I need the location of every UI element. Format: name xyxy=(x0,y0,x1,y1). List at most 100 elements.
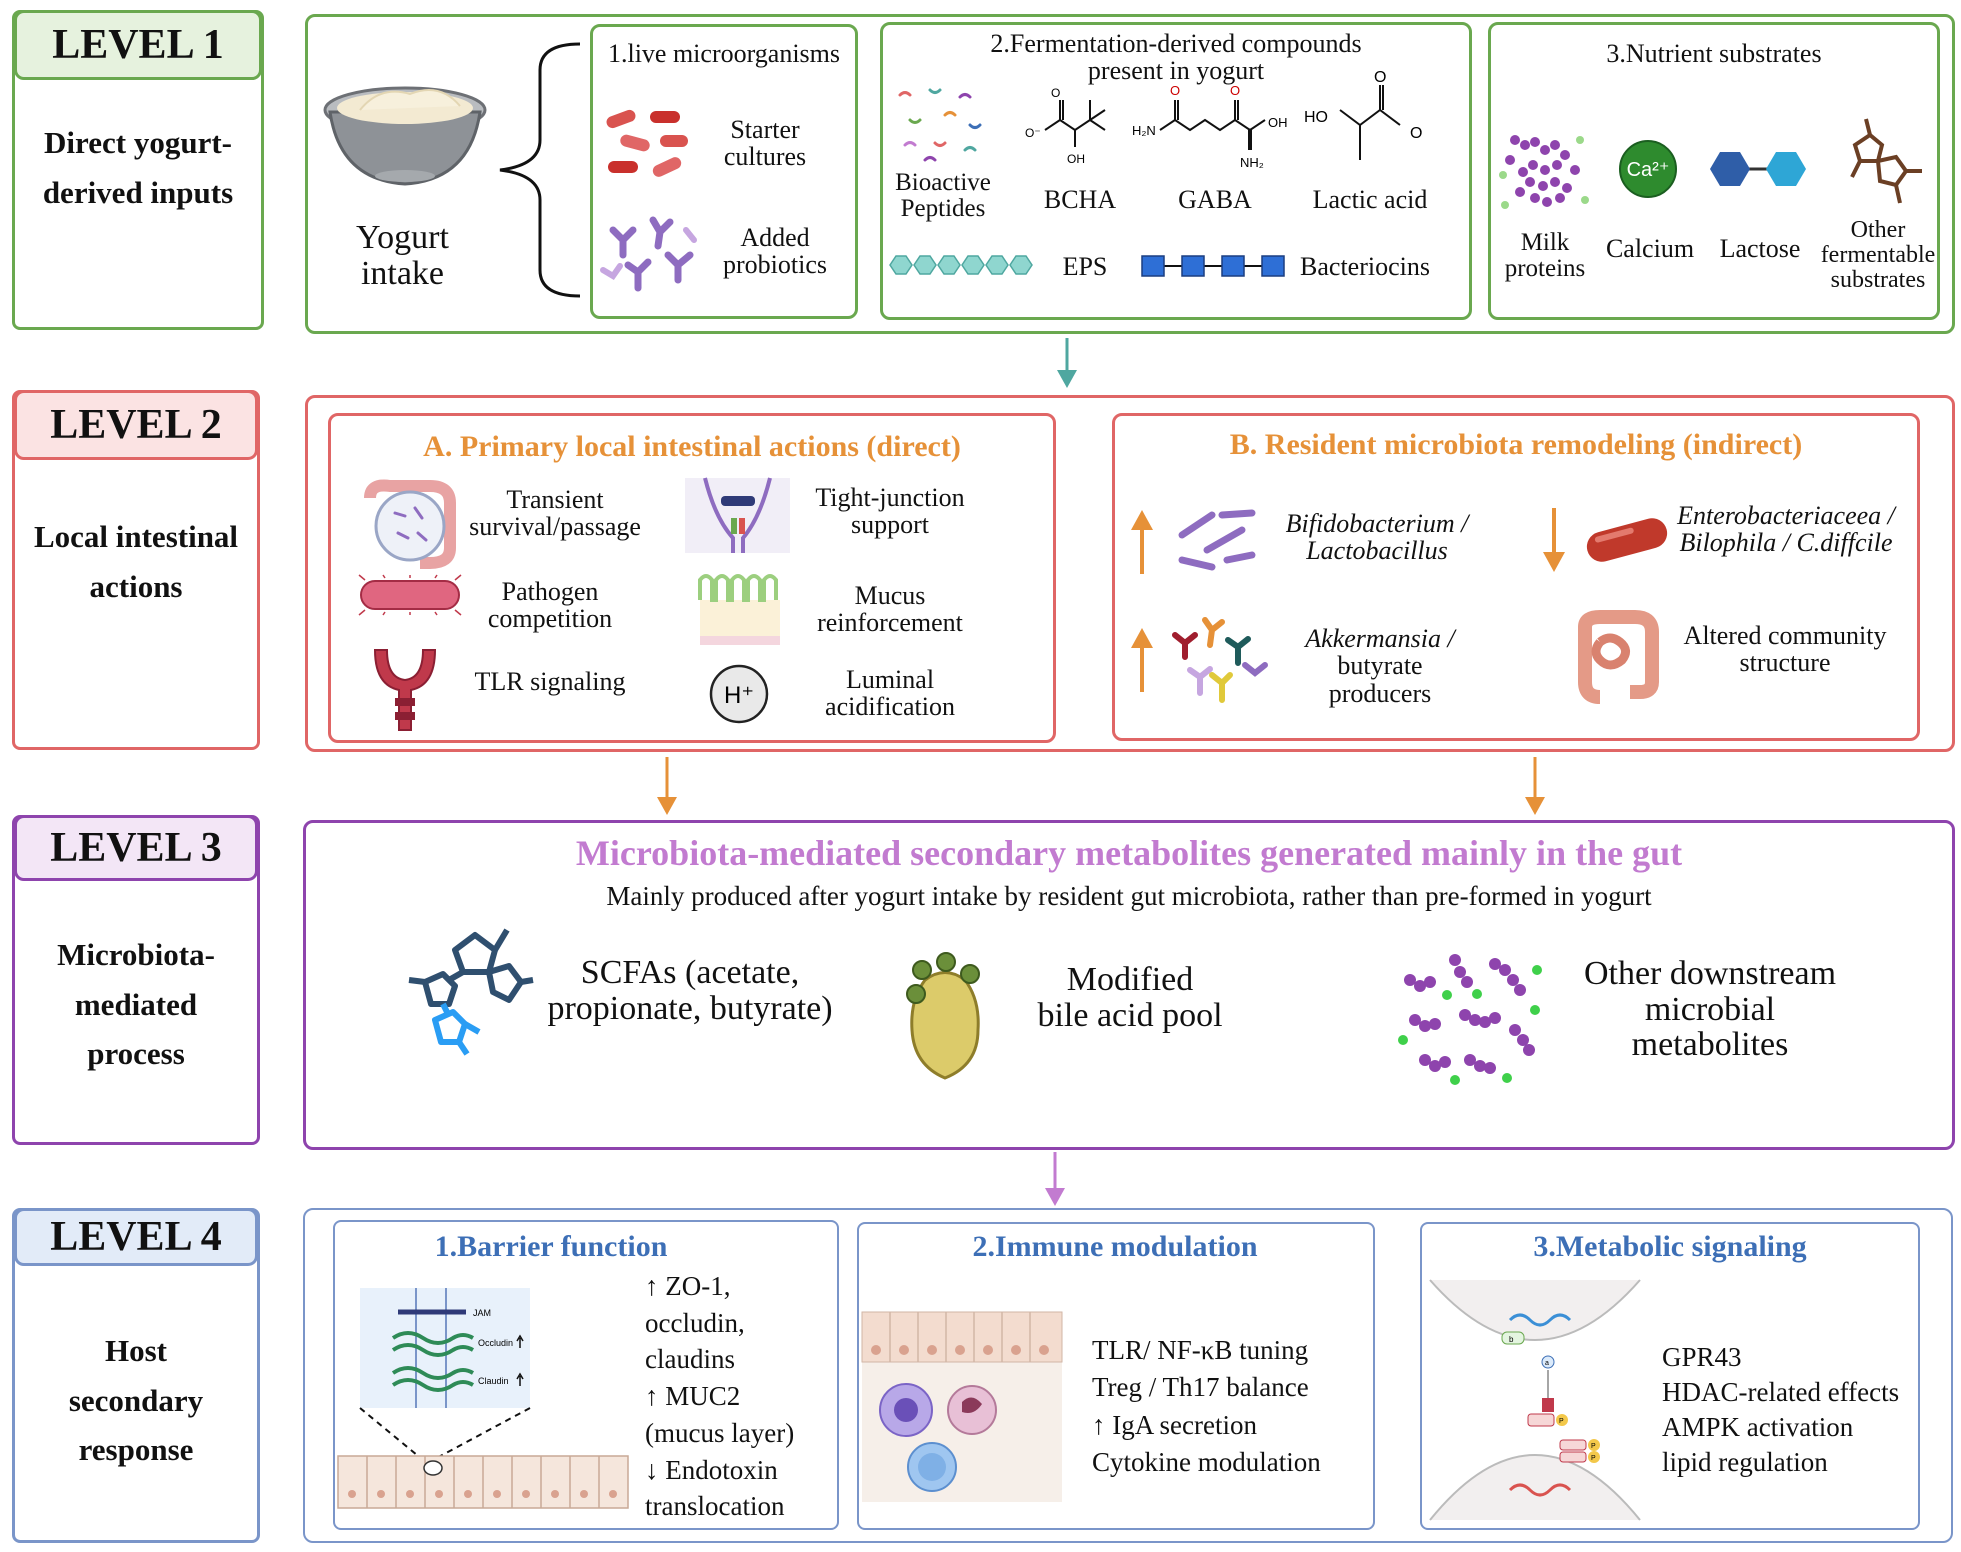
level3-subtitle: Mainly produced after yogurt intake by r… xyxy=(606,881,1652,911)
level3-desc: Microbiota- mediated process xyxy=(14,930,258,1079)
barrier-diagram-icon: JAM Occludin Claudin xyxy=(337,1288,629,1509)
pathogen-icon xyxy=(358,574,462,616)
up-arrow-icon xyxy=(1131,510,1153,574)
y-bacteria-icon xyxy=(600,216,697,292)
scfa-structure-icon xyxy=(408,928,534,1056)
arrow-down-icon xyxy=(1045,1152,1065,1206)
label-line: substrates xyxy=(1830,267,1926,294)
barrier-function-text: ↑ ZO-1, occludin, claudins ↑ MUC2 (mucus… xyxy=(645,1268,835,1525)
text-line: GPR43 xyxy=(1662,1342,1742,1372)
microbiota-remodeling-box xyxy=(1112,413,1920,741)
tlr-signaling-label: TLR signaling xyxy=(474,667,626,696)
yogurt-intake-label: Yogurt intake xyxy=(325,220,480,291)
level3-tag: LEVEL 3 xyxy=(14,815,258,881)
level4-desc-line: response xyxy=(78,1432,194,1468)
text-line: ↑ IgA secretion xyxy=(1092,1409,1257,1440)
label-line: Enterobacteriaceea / xyxy=(1677,501,1895,530)
text-line: lipid regulation xyxy=(1662,1447,1828,1478)
level3-desc-line: Microbiota- xyxy=(57,937,215,972)
label-line: Starter xyxy=(730,115,800,144)
diagram-p-text: P xyxy=(1591,1455,1596,1462)
barrier-function-title: 1.Barrier function xyxy=(434,1230,668,1263)
level1-desc-line: Direct yogurt- xyxy=(44,125,232,160)
up-arrow-icon xyxy=(1131,628,1153,692)
proton-icon-text: H⁺ xyxy=(724,682,754,709)
level1-desc: Direct yogurt- derived inputs xyxy=(14,118,262,217)
bacteriocins-label: Bacteriocins xyxy=(1300,252,1430,281)
label-line: competition xyxy=(487,604,613,634)
immune-modulation-text: TLR/ NF-κB tuning Treg / Th17 balance ↑ … xyxy=(1092,1332,1372,1481)
text-line: ↓ Endotoxin xyxy=(645,1454,778,1485)
label-line: Lactobacillus xyxy=(1306,536,1448,566)
rod-bacteria-icon xyxy=(606,109,688,177)
live-microorganisms-title: 1.live microorganisms xyxy=(607,39,841,68)
bifido-bacteria-icon xyxy=(1178,509,1256,571)
level4-desc-line: Host xyxy=(105,1333,167,1368)
calcium-icon-text: Ca²⁺ xyxy=(1627,159,1670,181)
altered-community-label: Altered community structure xyxy=(1655,622,1915,677)
primary-actions-title: A. Primary local intestinal actions (dir… xyxy=(423,430,961,463)
text-line: (mucus layer) xyxy=(645,1417,795,1448)
microbial-metabolites-icon xyxy=(1398,954,1542,1085)
text-line: Cytokine modulation xyxy=(1092,1446,1321,1477)
level4-tag: LEVEL 4 xyxy=(14,1208,258,1266)
immune-cells-icon xyxy=(861,1311,1063,1502)
occludin-text: Occludin xyxy=(478,1338,513,1348)
chem-h2n-text: H₂N xyxy=(1132,123,1156,138)
arrow-down-icon xyxy=(657,757,677,815)
tlr-receptor-icon xyxy=(373,649,437,731)
yogurt-label-line: intake xyxy=(360,254,445,292)
chem-o-text: O xyxy=(1374,69,1386,86)
added-probiotics-label: Added probiotics xyxy=(700,224,850,279)
label-line: Added xyxy=(740,223,810,252)
chem-ho-text: HO xyxy=(1304,109,1328,126)
bcha-structure-icon: O O⁻ OH xyxy=(1025,86,1106,166)
enterobacteriaceae-label: Enterobacteriaceea / Bilophila / C.diffc… xyxy=(1660,502,1912,557)
level3-desc-line: mediated xyxy=(74,986,198,1022)
text-line: AMPK activation xyxy=(1662,1412,1854,1443)
scfas-label: SCFAs (acetate, propionate, butyrate) xyxy=(525,955,855,1026)
label-line: Bifidobacterium / xyxy=(1285,509,1469,538)
nutrient-substrates-title: 3.Nutrient substrates xyxy=(1606,39,1822,68)
curly-brace xyxy=(499,42,581,298)
label-line: butyrate xyxy=(1337,651,1423,681)
intestine-icon xyxy=(1578,610,1659,704)
diagram-b-text: b xyxy=(1509,1335,1514,1344)
jam-text: JAM xyxy=(473,1308,491,1318)
level4-desc-line: secondary xyxy=(68,1382,204,1418)
text-line: ↑ ZO-1, xyxy=(645,1271,731,1301)
chem-oh-text: OH xyxy=(1268,115,1288,130)
label-line: cultures xyxy=(723,142,807,172)
label-line: proteins xyxy=(1504,255,1586,283)
label-line: Altered community xyxy=(1683,621,1887,650)
level2-desc-line: Local intestinal xyxy=(33,519,239,554)
text-line: TLR/ NF-κB tuning xyxy=(1092,1335,1309,1365)
label-line: Akkermansia / xyxy=(1305,624,1455,653)
chem-o-text: O xyxy=(1051,86,1060,100)
bifidobacterium-label: Bifidobacterium / Lactobacillus xyxy=(1262,510,1492,565)
label-line: Transient xyxy=(506,485,604,514)
label-line: Mucus xyxy=(854,581,926,610)
calcium-label: Calcium xyxy=(1605,234,1695,263)
label-line: survival/passage xyxy=(469,512,641,542)
fermentable-substrates-label: Other fermentable substrates xyxy=(1808,217,1948,294)
label-line: propionate, butyrate) xyxy=(547,989,833,1027)
level3-title: Microbiota-mediated secondary metabolite… xyxy=(575,833,1683,873)
text-line: translocation xyxy=(645,1491,785,1522)
proton-icon: H⁺ xyxy=(709,664,769,724)
label-line: fermentable xyxy=(1820,242,1936,269)
chem-oh-text: OH xyxy=(1067,152,1085,166)
chem-o-text: O xyxy=(1410,125,1422,142)
mucus-layer-icon xyxy=(698,574,780,645)
lactic-acid-structure-icon: HO O O xyxy=(1304,69,1422,160)
bile-acid-icon xyxy=(906,952,980,1080)
lactose-icon xyxy=(1710,152,1806,186)
claudin-text: Claudin xyxy=(478,1376,509,1386)
down-arrow-icon xyxy=(1543,508,1565,572)
lactose-label: Lactose xyxy=(1719,234,1801,263)
title-line: present in yogurt xyxy=(1087,56,1265,86)
fermentable-substrates-icon xyxy=(1850,118,1922,204)
text-line: ↑ MUC2 xyxy=(645,1381,741,1412)
microbiota-remodeling-title: B. Resident microbiota remodeling (indir… xyxy=(1229,428,1803,461)
text-line: Treg / Th17 balance xyxy=(1092,1372,1309,1403)
